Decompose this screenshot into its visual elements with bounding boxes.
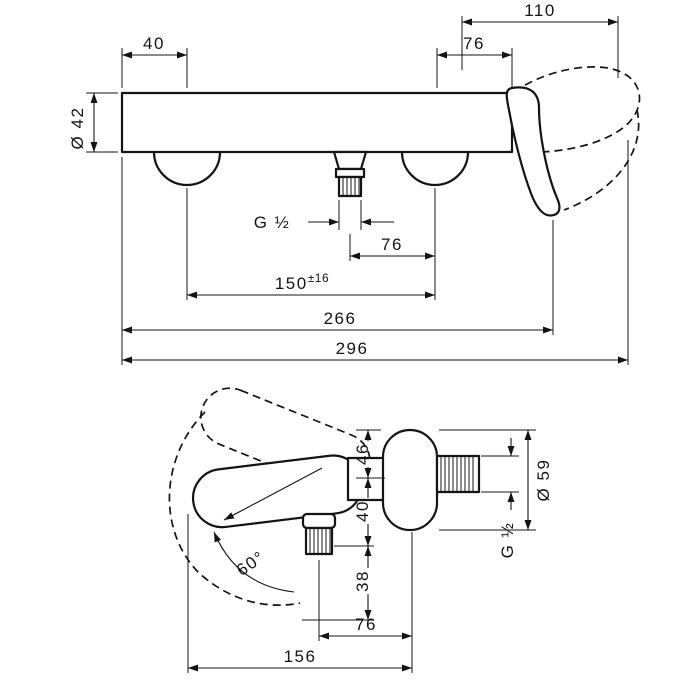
extension-line <box>318 532 413 673</box>
dimension-overall-depth: 156 <box>187 514 412 673</box>
dimension-hole-spacing: 150±16 <box>186 188 435 300</box>
dim-label-bar-diameter: Ø 42 <box>68 107 87 150</box>
dim-label-150-tolerance: ±16 <box>308 271 329 285</box>
dimension-bar-diameter: Ø 42 <box>68 92 118 153</box>
extension-line <box>86 92 118 153</box>
angle-arc <box>213 531 295 593</box>
dim-label-76-top: 76 <box>463 34 485 53</box>
extension-line <box>461 16 619 78</box>
handle-sweep-arc-dashed <box>563 109 640 211</box>
dim-label-76-bottom: 76 <box>355 615 377 634</box>
mixer-body-top-view <box>381 428 439 532</box>
dimension-outlet-to-hole: 76 <box>349 188 436 300</box>
dim-label-38: 38 <box>353 570 372 592</box>
spigot-thread <box>435 454 481 494</box>
handle-alt-position-dashed <box>513 66 641 153</box>
dimension-depth-chain: 46 40 38 <box>302 429 385 621</box>
outlet-top-view <box>301 512 337 556</box>
dim-label-thread: G ½ <box>254 213 291 232</box>
shower-outlet <box>332 150 368 198</box>
outlet-thread-hatch <box>342 177 360 196</box>
dim-label-76-mid: 76 <box>381 235 403 254</box>
extension-line <box>481 455 519 493</box>
extension-line <box>436 48 513 88</box>
dimension-left-end-to-hole: 40 <box>121 34 188 88</box>
dim-label-60deg: 60° <box>233 547 269 580</box>
outlet-thread-stub <box>337 175 363 198</box>
outlet-flange <box>332 150 368 171</box>
top-view: 60° 46 40 38 Ø 59 G ½ <box>168 387 553 673</box>
dimension-overall-width: 296 <box>122 140 629 365</box>
dim-label-156: 156 <box>284 647 317 666</box>
extension-line <box>439 429 536 531</box>
dim-label-dia59: Ø 59 <box>534 459 553 502</box>
dim-label-thread-b: G ½ <box>498 522 517 559</box>
dim-label-150-main: 150 <box>275 274 308 293</box>
dimension-body-width: 266 <box>121 157 554 365</box>
dimension-outlet-offset: 76 <box>318 532 413 673</box>
spigot-thread-hatch <box>440 456 474 492</box>
dimension-connection-thread: G ½ <box>481 438 519 558</box>
handle-lever <box>505 86 561 217</box>
lever-alt-position-dashed <box>199 387 371 492</box>
dim-label-110: 110 <box>524 1 556 20</box>
dim-label-40: 40 <box>143 34 165 53</box>
lever-axis-arrow <box>223 467 323 521</box>
front-view: Ø 42 40 76 110 G ½ <box>68 1 641 365</box>
dim-label-296: 296 <box>336 339 369 358</box>
dimension-handle-reach: 110 <box>461 1 619 78</box>
outlet-collar <box>301 512 337 530</box>
dim-label-40: 40 <box>353 500 372 522</box>
dim-label-46: 46 <box>353 443 372 465</box>
dim-label-150: 150±16 <box>275 271 329 293</box>
dimension-hole-to-body-end: 76 <box>436 34 513 88</box>
extension-line <box>338 200 362 230</box>
outlet-collar <box>334 167 366 179</box>
mixer-body-bar <box>120 91 514 154</box>
wall-connection-spigot <box>435 454 481 494</box>
dimension-outlet-thread: G ½ <box>254 200 394 232</box>
lever-sweep-arc-dashed <box>168 411 301 606</box>
outlet-thread-hatch <box>309 528 331 554</box>
extension-line <box>121 48 188 88</box>
dim-label-266: 266 <box>324 309 357 328</box>
dimension-swing-angle: 60° <box>213 531 295 593</box>
dimension-body-diameter: Ø 59 <box>439 429 553 531</box>
